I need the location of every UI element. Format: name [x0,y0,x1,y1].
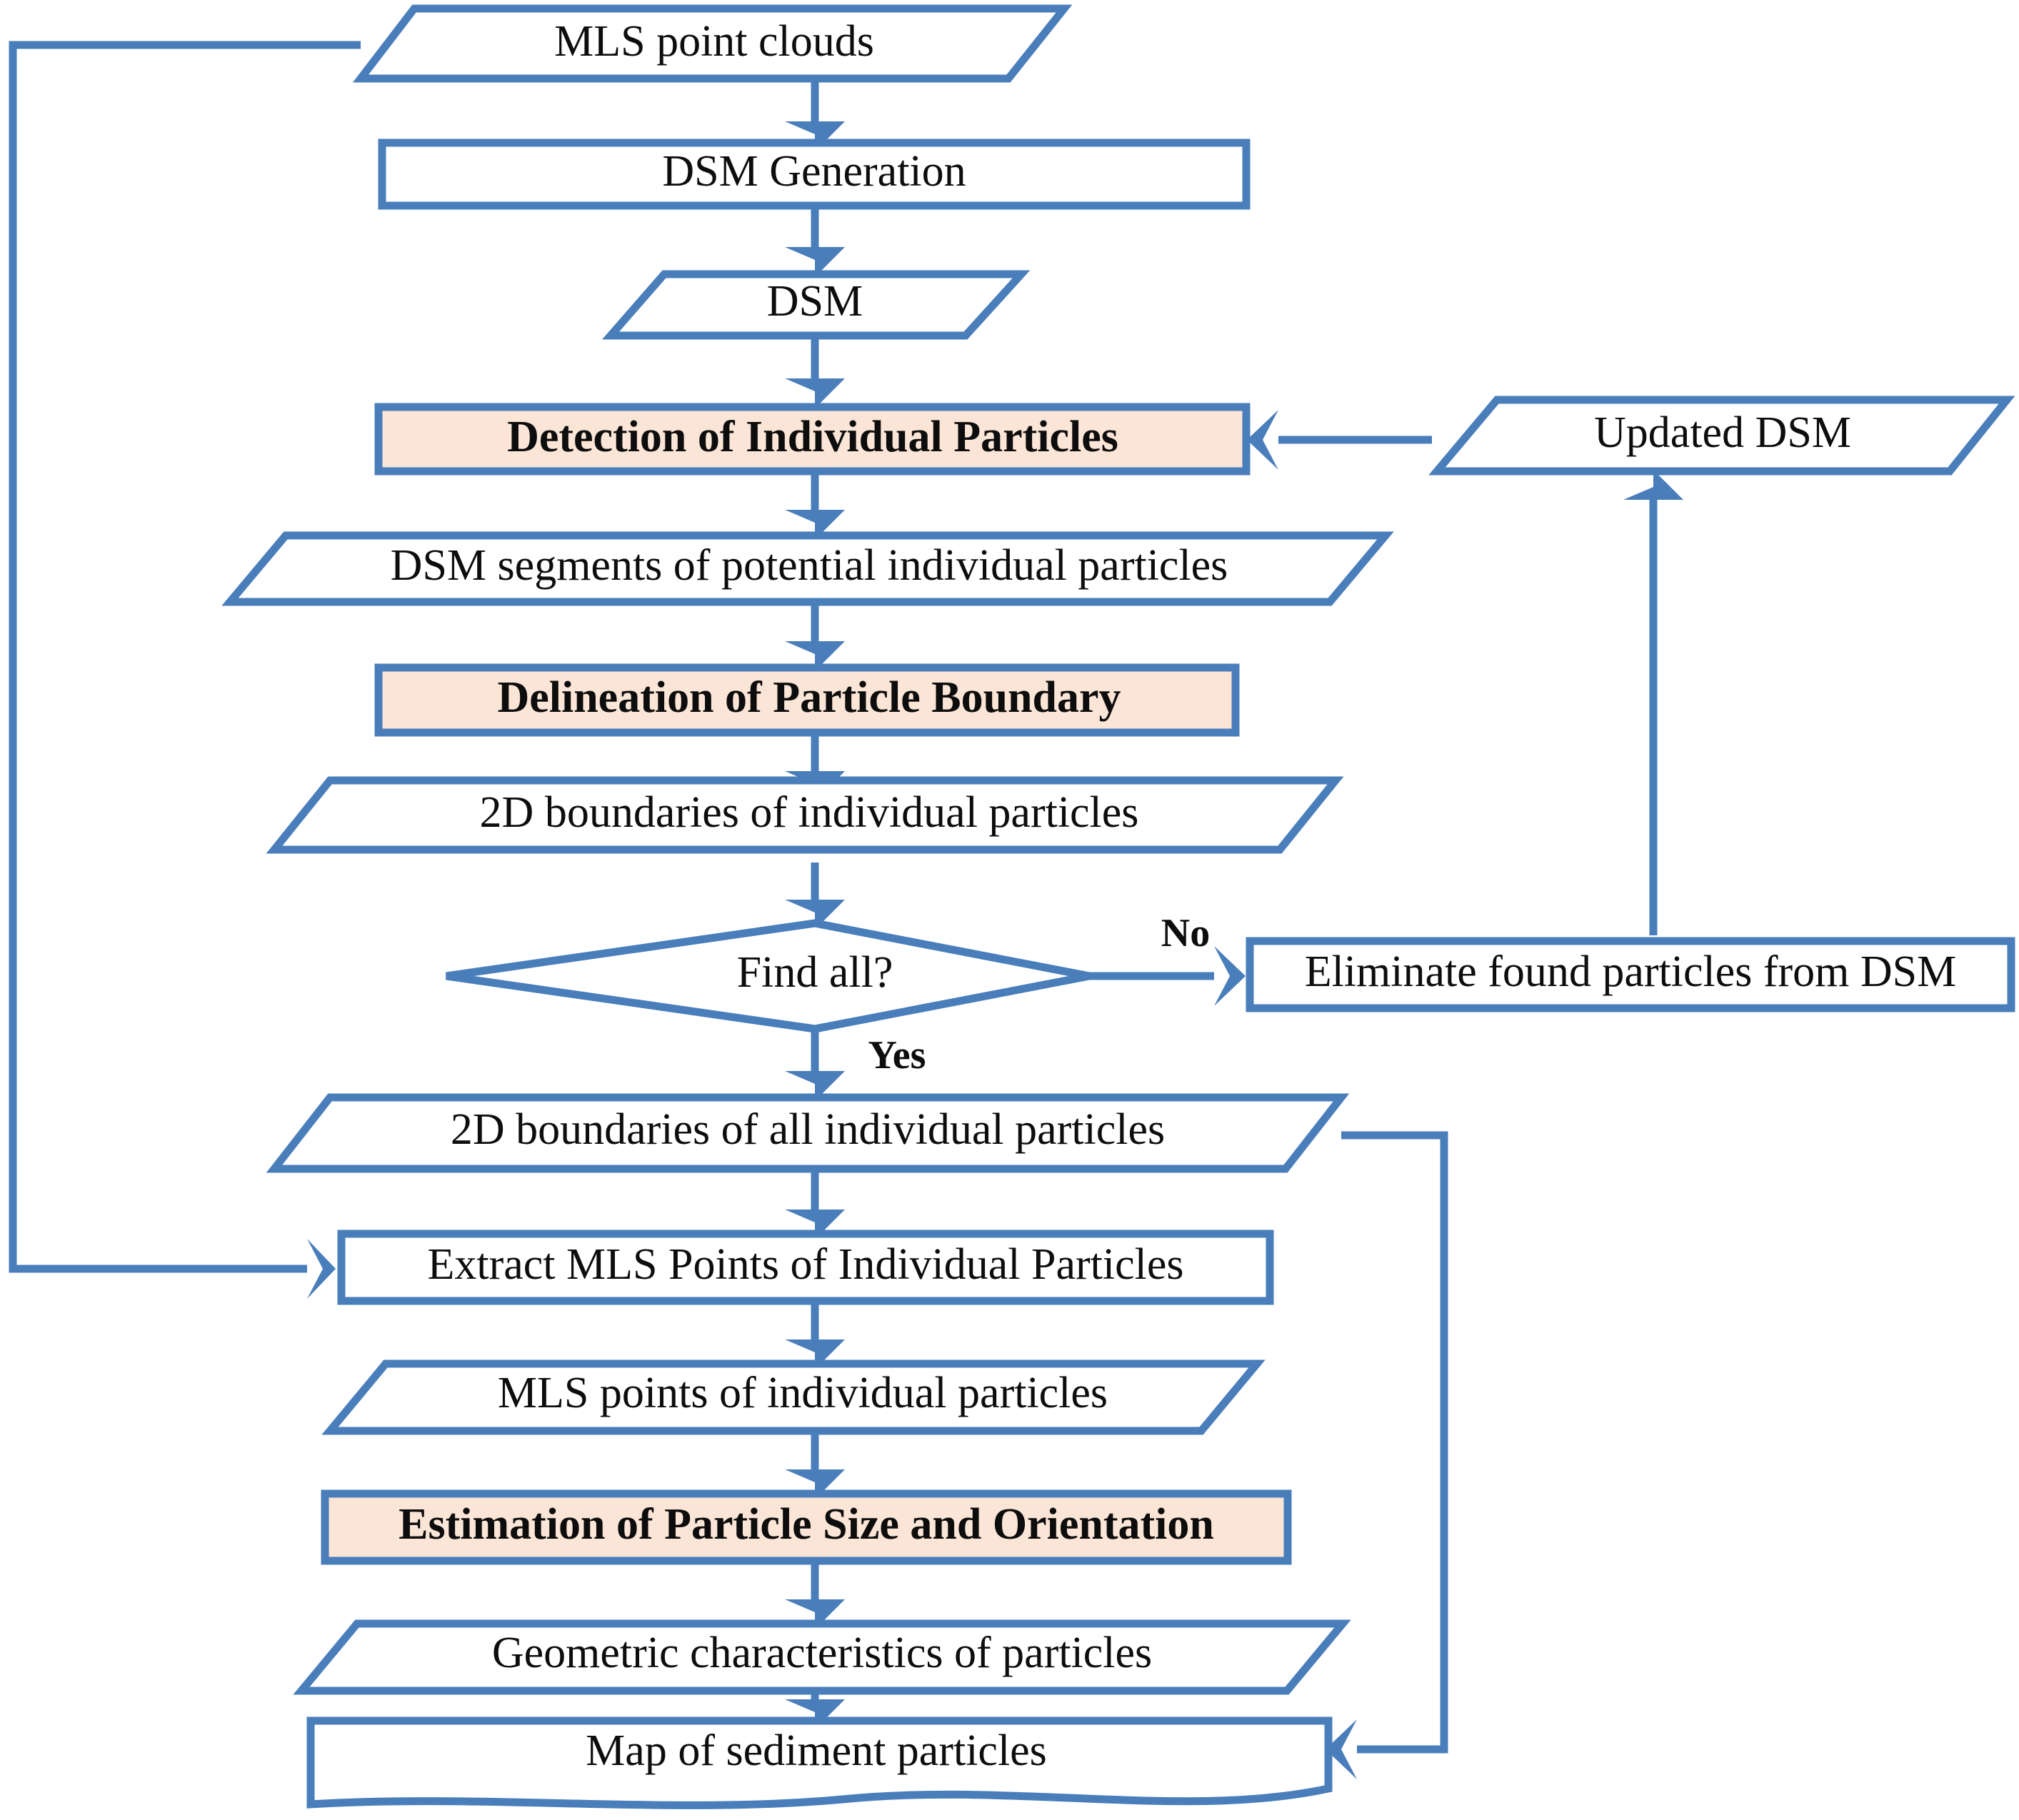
arrow-head-icon [785,1469,845,1499]
node-label-geometric-characteristics: Geometric characteristics of particles [492,1629,1152,1677]
node-delineation-of-particle-boundary[interactable]: Delineation of Particle Boundary [374,663,1240,737]
node-2d-boundaries-of-individual-particles[interactable]: 2D boundaries of individual particles [266,776,1344,854]
arrow-head-icon [785,1599,845,1629]
rectangle-shape [374,403,1251,476]
parallelogram-shape [601,270,1031,340]
edge-mls-points-to-estimation [785,1431,845,1499]
arrow-head-icon [785,1071,845,1101]
edge-dsm-segments-to-delineation [785,602,845,671]
arrow-head-icon [785,1210,845,1240]
edge-label-no: No [1161,911,1210,955]
node-label-mls-point-clouds: MLS point clouds [554,17,874,66]
arrow-head-icon [785,1699,845,1729]
edge-extract-mls-to-mls-points [785,1301,845,1369]
edge-find-all-to-eliminate [1089,946,1246,1006]
edge-updated-dsm-to-detection [1247,410,1432,470]
node-label-eliminate: Eliminate found particles from DSM [1305,947,1957,996]
arrow-head-icon [1247,410,1278,470]
diamond-shape [446,919,1091,1033]
arrow-head-icon [785,900,845,930]
edge-label-yes: Yes [868,1033,926,1077]
arrow-head-icon [1326,1719,1357,1779]
edge-estimation-to-geometric [785,1561,845,1629]
node-label-map-sediment: Map of sediment particles [586,1726,1047,1775]
node-detection-of-individual-particles[interactable]: Detection of Individual Particles [374,403,1251,476]
node-map-of-sediment-particles[interactable]: Map of sediment particles [306,1716,1333,1809]
node-2d-boundaries-of-all-individual-particles[interactable]: 2D boundaries of all individual particle… [266,1093,1350,1173]
rectangle-shape [337,1230,1274,1305]
arrow-head-icon [307,1239,336,1299]
node-label-dsm-generation: DSM Generation [662,147,966,196]
edge-dsm-generation-to-dsm [785,206,845,277]
parallelogram-shape [293,1619,1351,1695]
edge-boundaries-all-to-map-sediment [1326,1131,1448,1779]
arrow-head-icon [1214,946,1246,1006]
node-label-dsm-segments: DSM segments of potential individual par… [391,541,1228,590]
arrow-head-icon [785,247,845,277]
edge-eliminate-to-updated-dsm [1623,470,1683,935]
rectangle-shape [374,663,1240,737]
parallelogram-shape [1428,396,2015,476]
parallelogram-shape [221,531,1394,606]
edge-mls-to-dsm-generation [785,79,845,151]
arrow-head-icon [785,641,845,671]
arrow-head-icon [785,510,845,540]
node-label-boundaries-individual: 2D boundaries of individual particles [480,788,1139,837]
node-label-delineation: Delineation of Particle Boundary [497,673,1121,722]
rectangle-shape [321,1489,1292,1565]
node-geometric-characteristics[interactable]: Geometric characteristics of particles [293,1619,1351,1695]
node-mls-points-of-individual-particles[interactable]: MLS points of individual particles [321,1359,1266,1435]
parallelogram-shape [321,1359,1266,1435]
node-label-estimation: Estimation of Particle Size and Orientat… [399,1500,1214,1549]
node-label-updated-dsm: Updated DSM [1594,408,1851,457]
node-dsm-generation[interactable]: DSM Generation [378,139,1251,210]
edge-find-all-to-boundaries-all [785,1028,845,1101]
node-eliminate-found-particles[interactable]: Eliminate found particles from DSM [1246,937,2015,1012]
arrow-head-icon [785,121,845,151]
node-updated-dsm[interactable]: Updated DSM [1428,396,2015,476]
edge-boundaries-all-to-extract-mls [785,1171,845,1240]
parallelogram-shape [352,4,1073,83]
arrow-head-icon [785,378,845,408]
node-label-dsm: DSM [767,277,863,326]
edge-dsm-to-detection [785,336,845,408]
node-mls-point-clouds[interactable]: MLS point clouds [352,4,1073,83]
parallelogram-shape [266,1093,1350,1173]
parallelogram-shape [266,776,1344,854]
node-label-mls-points-individual: MLS points of individual particles [498,1369,1108,1417]
node-dsm[interactable]: DSM [601,270,1031,340]
document-shape [306,1716,1333,1809]
node-label-find-all: Find all? [737,948,893,997]
edge-mls-point-clouds-to-extract-mls [9,41,361,1299]
arrow-head-icon [785,1339,845,1369]
rectangle-shape [1246,937,2015,1012]
edge-detection-to-dsm-segments [785,471,845,540]
node-label-boundaries-all: 2D boundaries of all individual particle… [451,1105,1165,1154]
node-extract-mls-points[interactable]: Extract MLS Points of Individual Particl… [337,1230,1274,1305]
node-find-all-decision[interactable]: Find all? [446,919,1091,1033]
node-estimation-of-particle-size-and-orientation[interactable]: Estimation of Particle Size and Orientat… [321,1489,1292,1565]
arrow-head-icon [1623,470,1683,500]
edge-boundaries-individual-to-find-all [785,863,845,930]
node-label-detection: Detection of Individual Particles [507,413,1118,461]
node-dsm-segments[interactable]: DSM segments of potential individual par… [221,531,1394,606]
node-label-extract-mls: Extract MLS Points of Individual Particl… [427,1240,1183,1289]
rectangle-shape [378,139,1251,210]
